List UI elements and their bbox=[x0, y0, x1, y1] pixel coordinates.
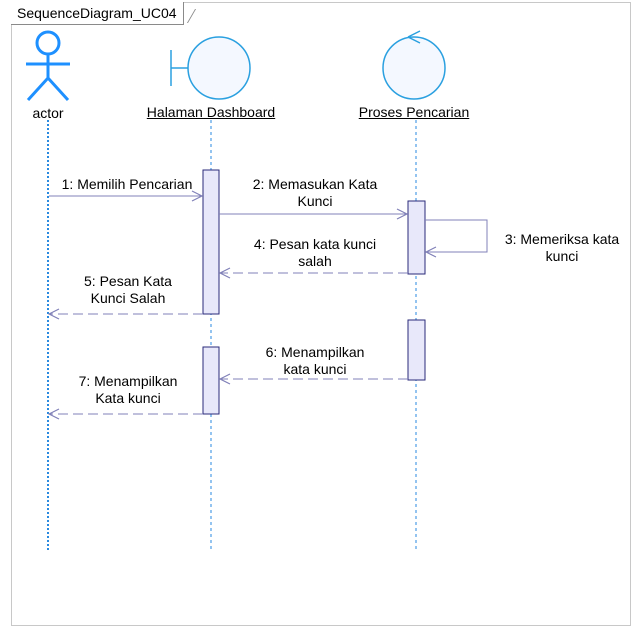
control-icon[interactable] bbox=[382, 30, 446, 100]
message-4-label: 4: Pesan kata kunci salah bbox=[253, 236, 377, 269]
activation-dashboard-1 bbox=[202, 169, 220, 315]
activation-proses-1 bbox=[407, 200, 426, 275]
message-3-arrow[interactable] bbox=[425, 219, 488, 252]
boundary-icon[interactable] bbox=[170, 36, 251, 100]
message-1-label: 1: Memilih Pencarian bbox=[61, 176, 193, 192]
lifeline-label-dashboard[interactable]: Halaman Dashboard bbox=[146, 104, 276, 120]
lifeline-label-proses[interactable]: Proses Pencarian bbox=[358, 104, 470, 120]
lifeline-label-actor: actor bbox=[32, 105, 64, 121]
message-3-label: 3: Memeriksa kata kunci bbox=[504, 231, 620, 264]
message-5-label: 5: Pesan Kata Kunci Salah bbox=[84, 273, 172, 306]
diagram-frame bbox=[11, 2, 631, 626]
message-6-label: 6: Menampilkan kata kunci bbox=[265, 344, 365, 377]
activation-dashboard-2 bbox=[202, 346, 220, 415]
actor-icon[interactable] bbox=[26, 30, 70, 102]
activation-proses-2 bbox=[407, 319, 426, 381]
message-7-label: 7: Menampilkan Kata kunci bbox=[78, 373, 178, 406]
message-2-label: 2: Memasukan Kata Kunci bbox=[252, 176, 378, 209]
diagram-title: SequenceDiagram_UC04 bbox=[11, 2, 184, 25]
